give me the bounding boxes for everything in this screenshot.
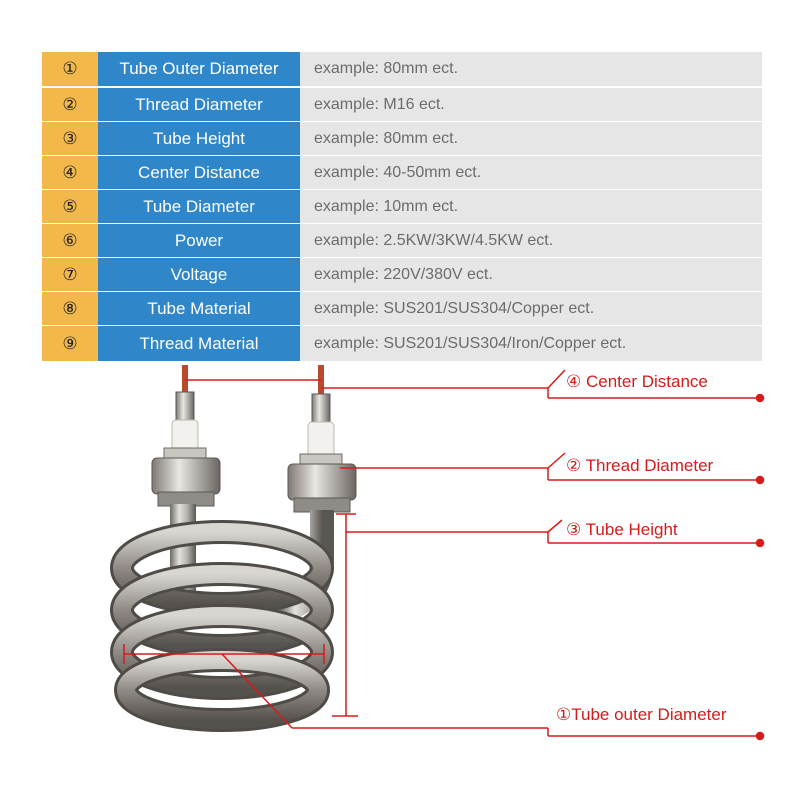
center-distance-leader xyxy=(547,369,566,389)
row-number: ③ xyxy=(42,122,98,155)
row-number: ⑧ xyxy=(42,292,98,325)
row-value: example: 80mm ect. xyxy=(300,122,762,155)
right-terminal-base xyxy=(293,497,351,513)
left-terminal-washer xyxy=(163,447,207,459)
row-label: Center Distance xyxy=(98,156,300,189)
table-row: ⑤ Tube Diameter example: 10mm ect. xyxy=(42,189,762,223)
dimension-lines xyxy=(123,369,765,741)
callout-dot xyxy=(755,393,765,403)
table-row: ② Thread Diameter example: M16 ect. xyxy=(42,87,762,121)
spec-table: ① Tube Outer Diameter example: 80mm ect.… xyxy=(42,52,762,361)
left-terminal-nut xyxy=(151,457,221,495)
row-value: example: 2.5KW/3KW/4.5KW ect. xyxy=(300,224,762,257)
row-value: example: 220V/380V ect. xyxy=(300,258,762,291)
table-row: ① Tube Outer Diameter example: 80mm ect. xyxy=(42,52,762,86)
heating-coil xyxy=(110,520,334,732)
row-value: example: SUS201/SUS304/Iron/Copper ect. xyxy=(300,326,762,361)
outer-diameter-leader xyxy=(221,653,293,729)
row-number: ② xyxy=(42,88,98,121)
table-row: ⑥ Power example: 2.5KW/3KW/4.5KW ect. xyxy=(42,223,762,257)
row-label: Tube Outer Diameter xyxy=(98,52,300,86)
table-row: ④ Center Distance example: 40-50mm ect. xyxy=(42,155,762,189)
row-label: Thread Diameter xyxy=(98,88,300,121)
row-label: Tube Diameter xyxy=(98,190,300,223)
row-number: ⑥ xyxy=(42,224,98,257)
right-terminal-pin-top xyxy=(318,365,324,397)
row-value: example: 40-50mm ect. xyxy=(300,156,762,189)
right-terminal-washer xyxy=(299,453,343,465)
row-number: ④ xyxy=(42,156,98,189)
callout-tube-outer-diameter: ①Tube outer Diameter xyxy=(556,705,727,724)
left-terminal-ceramic xyxy=(171,419,199,451)
row-label: Tube Height xyxy=(98,122,300,155)
row-label: Voltage xyxy=(98,258,300,291)
table-row: ⑧ Tube Material example: SUS201/SUS304/C… xyxy=(42,291,762,325)
left-terminal-base xyxy=(157,491,215,507)
table-row: ③ Tube Height example: 80mm ect. xyxy=(42,121,762,155)
row-label: Power xyxy=(98,224,300,257)
coil-loop xyxy=(113,607,331,697)
tube-height-leader xyxy=(547,519,563,533)
row-number: ⑦ xyxy=(42,258,98,291)
row-value: example: 10mm ect. xyxy=(300,190,762,223)
row-value: example: SUS201/SUS304/Copper ect. xyxy=(300,292,762,325)
row-value: example: 80mm ect. xyxy=(300,52,762,86)
right-terminal-ceramic xyxy=(307,421,335,457)
right-terminal-nut xyxy=(287,463,357,501)
thread-diameter-leader xyxy=(547,452,566,469)
row-label: Tube Material xyxy=(98,292,300,325)
row-value: example: M16 ect. xyxy=(300,88,762,121)
row-label: Thread Material xyxy=(98,326,300,361)
callout-dot xyxy=(755,538,765,548)
left-terminal-screw xyxy=(175,391,195,423)
row-number: ① xyxy=(42,52,98,86)
row-number: ⑤ xyxy=(42,190,98,223)
callout-thread-diameter: ② Thread Diameter xyxy=(566,456,714,475)
callout-center-distance: ④ Center Distance xyxy=(566,372,708,391)
callout-dot xyxy=(755,475,765,485)
table-row: ⑦ Voltage example: 220V/380V ect. xyxy=(42,257,762,291)
coil-loop xyxy=(113,565,331,655)
table-row: ⑨ Thread Material example: SUS201/SUS304… xyxy=(42,325,762,361)
callout-dot xyxy=(755,731,765,741)
callout-tube-height: ③ Tube Height xyxy=(566,520,678,539)
coil-loop xyxy=(117,651,327,729)
right-terminal-screw xyxy=(311,393,331,425)
row-number: ⑨ xyxy=(42,326,98,361)
